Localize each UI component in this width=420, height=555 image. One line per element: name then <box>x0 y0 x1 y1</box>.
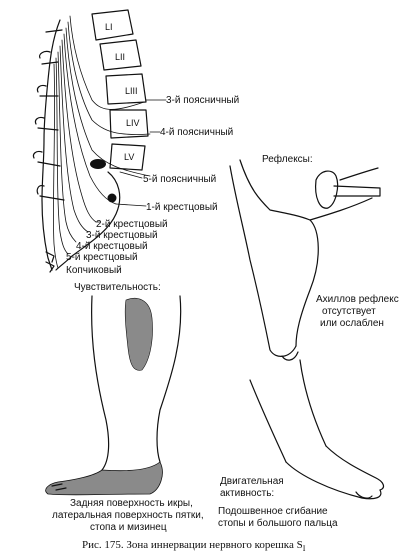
achilles-line-1: Ахиллов рефлекс <box>316 293 399 305</box>
figure-caption: Рис. 175. Зона иннервации нервного кореш… <box>82 539 306 553</box>
plantar-flexion-drawing <box>249 359 385 500</box>
vertebra-l2 <box>99 39 142 71</box>
motor-heading-1: Двигательная <box>220 476 284 487</box>
vertebra-label-l3: LIII <box>125 86 138 96</box>
sensitivity-heading: Чувствительность: <box>74 282 161 293</box>
s1-root-marker-2 <box>107 193 117 203</box>
lumbar-spine <box>32 9 151 273</box>
sensitivity-area-2: латеральная поверхность пятки, <box>52 510 204 521</box>
motor-function-1: Подошвенное сгибание <box>218 505 328 517</box>
vertebra-l1 <box>91 9 134 41</box>
motor-function-2: стопы и большого пальца <box>218 517 338 529</box>
achilles-line-3: или ослаблен <box>320 317 384 329</box>
figure-caption-subscript: I <box>303 544 306 553</box>
root-label-coccygeal: Копчиковый <box>66 265 122 276</box>
root-label-l3: 3-й поясничный <box>166 95 239 106</box>
reflexes-heading: Рефлексы: <box>262 153 313 165</box>
reflex-hammer-icon <box>315 170 381 209</box>
posterior-leg-drawing <box>45 295 182 496</box>
root-label-l4: 4-й поясничный <box>160 127 233 138</box>
sensitivity-area-1: Задняя поверхность икры, <box>70 498 193 509</box>
root-label-s3: 3-й крестцовый <box>86 230 158 241</box>
motor-heading-2: активность: <box>220 488 274 499</box>
root-label-s2: 2-й крестцовый <box>96 219 168 230</box>
achilles-reflex-drawing <box>229 159 381 361</box>
root-label-l5: 5-й поясничный <box>143 174 216 185</box>
vertebra-l4 <box>109 109 149 139</box>
spinous-processes <box>41 19 61 271</box>
vertebra-l5 <box>109 143 146 171</box>
sensory-zone-calf <box>124 298 153 371</box>
achilles-line-2: отсутствует <box>322 306 376 317</box>
vertebra-label-l1: LI <box>105 22 113 32</box>
sensitivity-area-3: стопа и мизинец <box>90 522 167 533</box>
vertebra-label-l5: LV <box>124 152 134 162</box>
sensory-zone-foot <box>45 461 163 496</box>
vertebra-label-l4: LIV <box>126 118 140 128</box>
sacrum <box>55 171 121 271</box>
root-label-s5: 5-й крестцовый <box>66 252 138 263</box>
s1-root-marker <box>90 159 106 169</box>
vertebra-label-l2: LII <box>115 52 125 62</box>
vertebra-l3 <box>105 73 147 105</box>
root-label-s4: 4-й крестцовый <box>76 241 148 252</box>
root-label-s1: 1-й крестцовый <box>146 202 218 213</box>
nerve-roots <box>53 15 151 269</box>
